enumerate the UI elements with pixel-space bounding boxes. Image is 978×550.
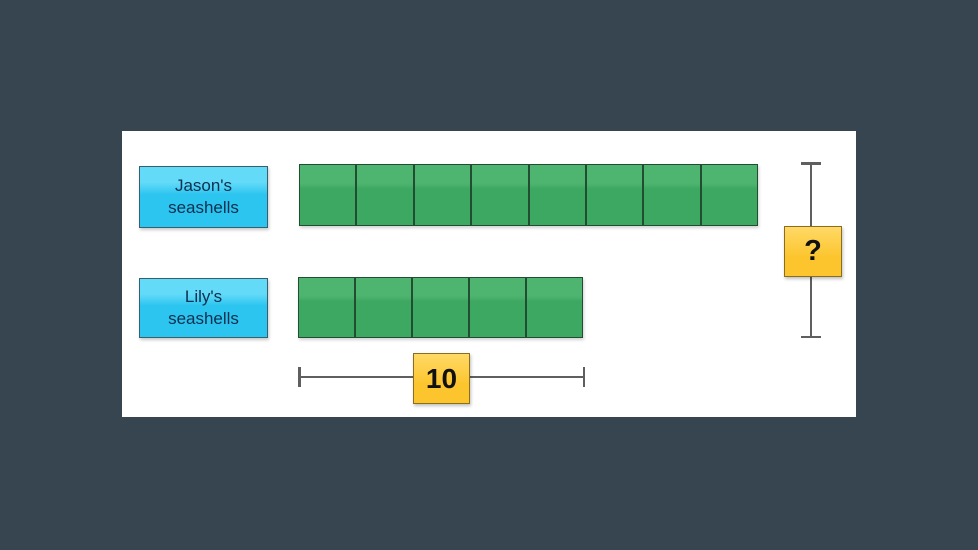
bar-unit-segment	[300, 165, 358, 225]
bracket-tick-right	[582, 367, 585, 387]
bar-unit-segment	[529, 165, 587, 225]
bar-unit-segment	[472, 165, 530, 225]
bar-unit-segment	[414, 165, 473, 225]
bar-unit-segment	[701, 165, 757, 225]
lily-bar	[298, 277, 583, 338]
bracket-tick-bottom	[801, 335, 821, 338]
bar-unit-segment	[644, 165, 702, 225]
jason-bar	[299, 164, 758, 226]
bar-unit-segment	[357, 165, 415, 225]
measure-value-box-10: 10	[413, 353, 470, 404]
diagram-panel: Jason's seashells Lily's seashells 10 ?	[122, 131, 856, 417]
bar-unit-segment	[299, 278, 356, 337]
lily-label-box: Lily's seashells	[139, 278, 268, 338]
bar-unit-segment	[413, 278, 470, 337]
jason-label-box: Jason's seashells	[139, 166, 268, 228]
bar-unit-segment	[470, 278, 527, 337]
bar-unit-segment	[356, 278, 413, 337]
bar-unit-segment	[527, 278, 582, 337]
question-mark-box: ?	[784, 226, 842, 277]
bar-unit-segment	[586, 165, 645, 225]
